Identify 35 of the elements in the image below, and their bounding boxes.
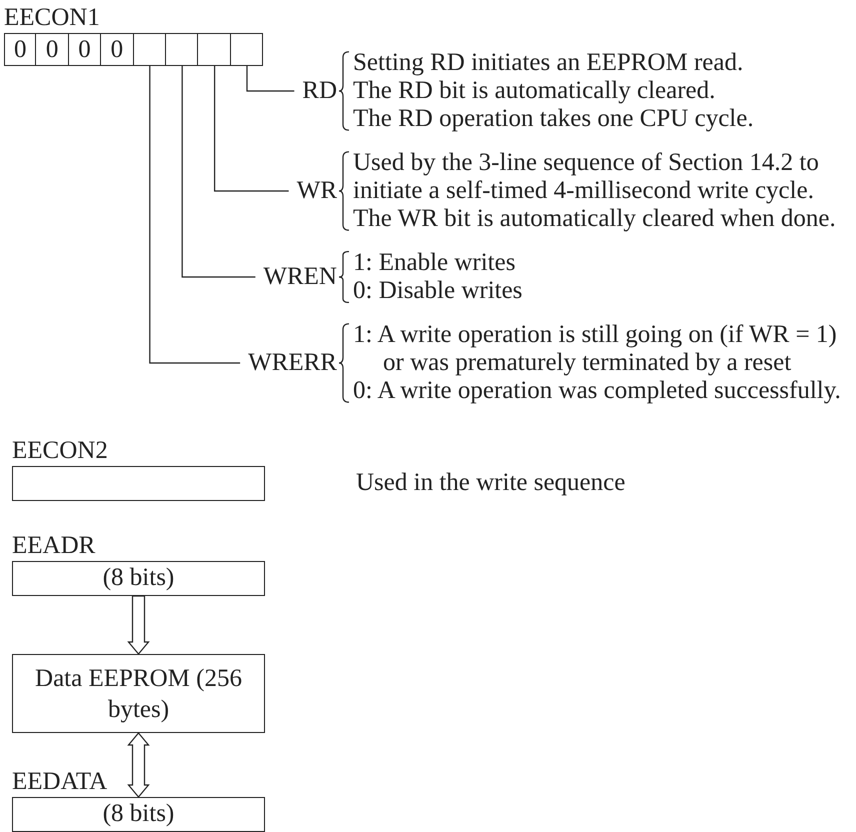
register-name: EECON2	[12, 436, 109, 466]
bit-description: Used by the 3-line sequence of Section 14.2 to initiate a self-timed 4-millisecond write cycle.	[353, 149, 820, 205]
bit-description: 0: A write operation was completed successfully.	[353, 377, 842, 405]
bit-cell	[134, 33, 166, 66]
bit-name: WRERR	[248, 349, 337, 376]
bit-cell	[166, 33, 198, 66]
bit-cell: 0	[101, 33, 134, 66]
bit-description: The RD operation takes one CPU cycle.	[353, 105, 755, 133]
bit-cell: 0	[36, 33, 69, 66]
bit-description: The RD bit is automatically cleared.	[353, 77, 716, 105]
leader-line	[149, 66, 240, 364]
bit-description: 1: Enable writes	[353, 249, 516, 277]
bit-description: 0: Disable writes	[353, 277, 524, 305]
register-name: EECON1	[4, 3, 101, 33]
register-name: EEDATA	[12, 767, 108, 797]
bit-name: WREN	[263, 263, 337, 290]
bit-cell: 0	[4, 33, 36, 66]
leader-line	[246, 66, 294, 92]
register-note: Used in the write sequence	[356, 468, 626, 498]
memory-box: Data EEPROM (256 bytes)	[12, 654, 265, 733]
bit-description: 1: A write operation is still going on (if WR = 1) or was prematurely terminated by a reset	[353, 321, 838, 377]
hollow-arrow	[127, 595, 150, 655]
bit-cell	[198, 33, 231, 66]
bit-cell: 0	[68, 33, 102, 66]
register-name: EEADR	[12, 531, 96, 561]
register-box: (8 bits)	[12, 561, 265, 596]
bit-cell	[230, 33, 264, 66]
bit-name: WR	[296, 177, 337, 204]
bit-name: RD	[302, 77, 337, 104]
bit-description: The WR bit is automatically cleared when done.	[353, 205, 837, 233]
leader-line	[182, 66, 256, 278]
bit-description: Setting RD initiates an EEPROM read.	[353, 49, 744, 77]
leader-line	[214, 66, 289, 192]
register-box: (8 bits)	[12, 797, 265, 832]
hollow-arrow	[127, 732, 150, 798]
